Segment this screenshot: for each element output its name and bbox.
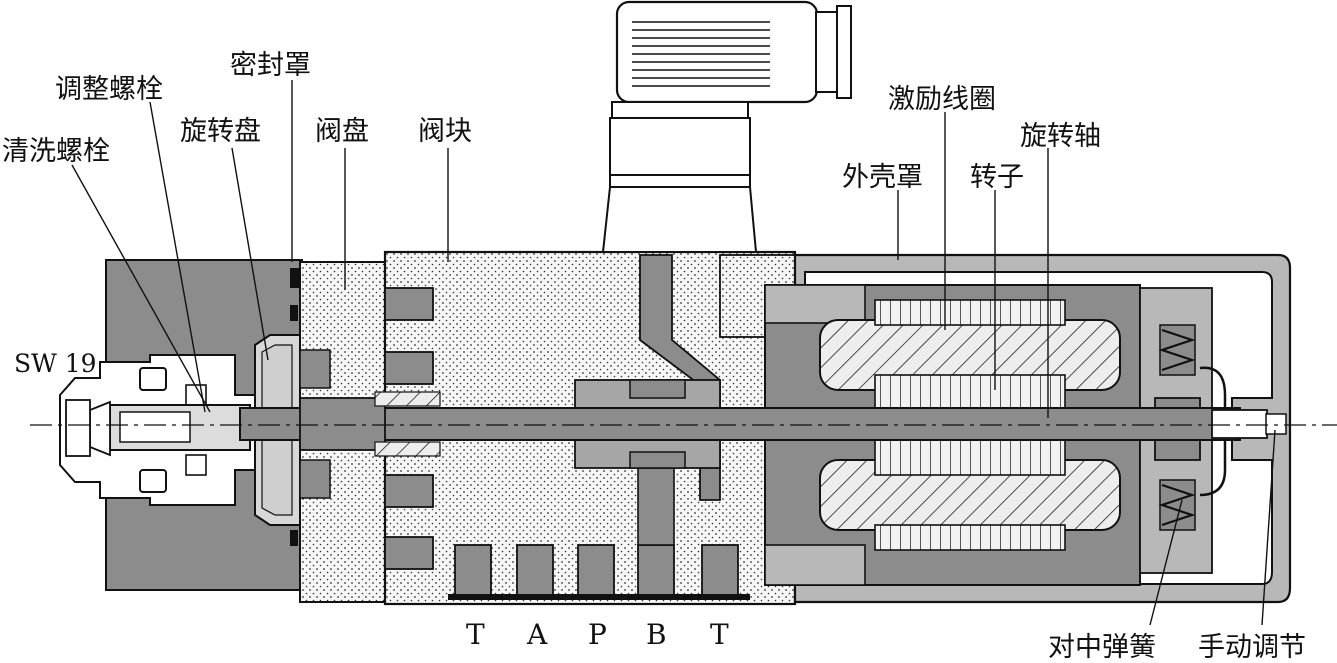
label-adjust-bolt: 调整螺栓 (55, 74, 163, 105)
port-label: P (588, 618, 607, 651)
label-shaft: 旋转轴 (1020, 121, 1101, 152)
port-label: T (466, 618, 485, 651)
label-rotor: 转子 (970, 162, 1024, 193)
port-labels: T A P B T (466, 618, 729, 651)
electrical-connector (601, 0, 852, 253)
label-seal-cover: 密封罩 (230, 50, 311, 81)
label-valve-block: 阀块 (418, 116, 472, 147)
port-label: B (646, 618, 667, 651)
label-cleaning-bolt: 清洗螺栓 (2, 136, 110, 167)
label-sw19: SW 19 (14, 349, 97, 378)
label-housing: 外壳罩 (842, 162, 923, 193)
seal-cover (290, 261, 387, 603)
port-label: T (710, 618, 729, 651)
label-coil: 激励线圈 (888, 84, 996, 115)
label-centering-spring: 对中弹簧 (1048, 632, 1156, 663)
label-manual-adjust: 手动调节 (1198, 632, 1306, 663)
centering-spring (1158, 328, 1196, 527)
label-valve-disc: 阀盘 (315, 116, 369, 147)
leader-lines (71, 80, 1276, 626)
port-label: A (526, 618, 548, 651)
rotary-shaft (239, 391, 1287, 457)
labels: 密封罩 调整螺栓 旋转盘 阀盘 阀块 清洗螺栓 SW 19 激励线圈 旋转轴 外… (2, 50, 1306, 663)
label-rotary-disc: 旋转盘 (180, 116, 261, 147)
